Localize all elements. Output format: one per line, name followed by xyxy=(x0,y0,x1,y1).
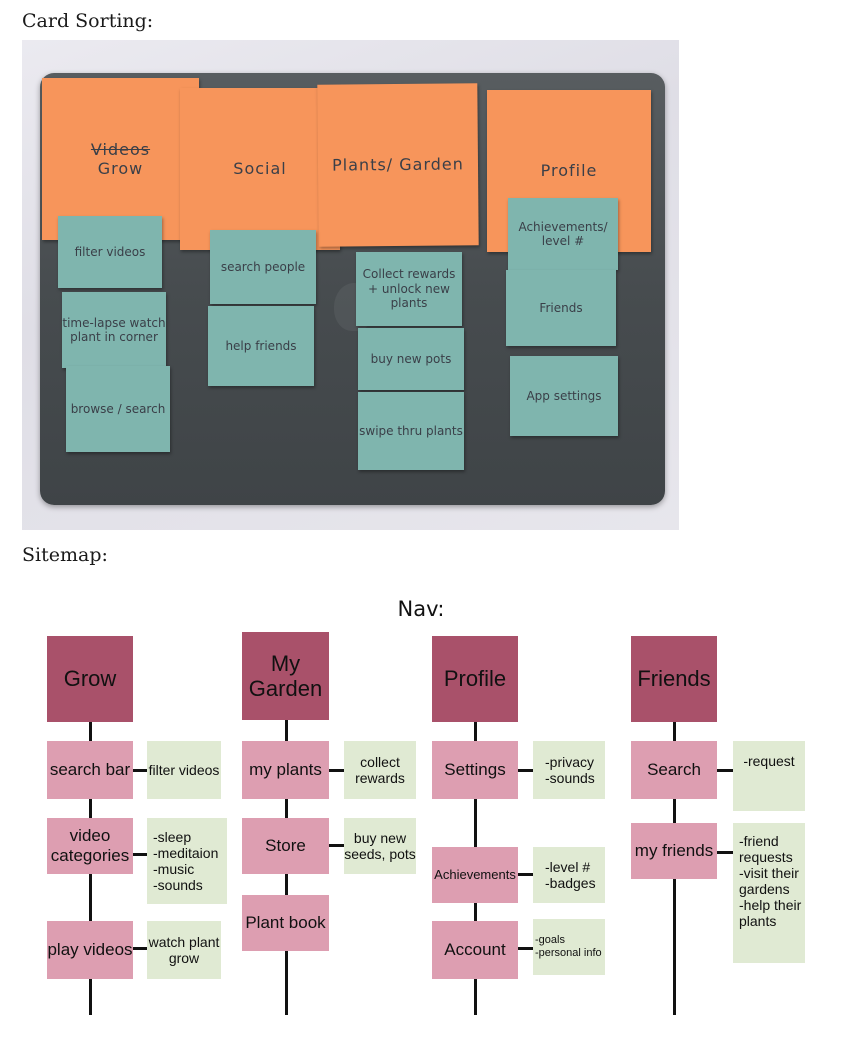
friends-item-my-friends: my friends xyxy=(631,823,717,879)
garden-note-buy: buy new seeds, pots xyxy=(344,818,416,874)
nav-garden-header: My Garden xyxy=(242,632,329,720)
garden-note-rewards: collect rewards xyxy=(344,741,416,799)
connector xyxy=(132,947,148,950)
grow-note-watch: watch plant grow xyxy=(147,921,221,979)
garden-item-store: Store xyxy=(242,818,329,874)
nav-profile-header: Profile xyxy=(432,636,518,722)
sticky-collect-rewards: Collect rewards + unlock new plants xyxy=(356,252,462,326)
sticky-grow-label: Grow xyxy=(97,159,144,178)
grow-item-play-videos: play videos xyxy=(47,921,133,979)
garden-item-my-plants: my plants xyxy=(242,741,329,799)
grow-item-search-bar: search bar xyxy=(47,741,133,799)
sticky-search-people: search people xyxy=(210,230,316,304)
profile-item-settings: Settings xyxy=(432,741,518,799)
friends-note-request: -request xyxy=(733,741,805,811)
garden-item-plant-book: Plant book xyxy=(242,895,329,951)
connector xyxy=(328,769,344,772)
connector xyxy=(717,769,733,772)
sticky-achievements: Achievements/ level # xyxy=(508,198,618,270)
sticky-grow-struck-label: Videos xyxy=(90,139,151,159)
sticky-buy-pots: buy new pots xyxy=(358,328,464,390)
profile-item-account: Account xyxy=(432,921,518,979)
connector xyxy=(132,769,148,772)
grow-note-categories: -sleep -meditaion -music -sounds xyxy=(147,818,227,904)
sticky-social-label: Social xyxy=(233,159,287,179)
connector xyxy=(132,853,148,856)
grow-note-filter: filter videos xyxy=(147,741,221,799)
connector xyxy=(517,873,533,876)
sticky-filter-videos: filter videos xyxy=(58,216,162,288)
profile-note-achievements: -level # -badges xyxy=(533,847,605,903)
profile-note-account: -goals -personal info xyxy=(533,919,605,975)
grow-item-video-categories: video categories xyxy=(47,818,133,874)
nav-friends-header: Friends xyxy=(631,636,717,722)
connector xyxy=(328,844,344,847)
nav-title: Nav: xyxy=(397,597,445,621)
profile-note-settings: -privacy -sounds xyxy=(533,741,605,799)
connector xyxy=(517,769,533,772)
nav-grow-header: Grow xyxy=(47,636,133,722)
friends-item-search: Search xyxy=(631,741,717,799)
sticky-swipe-plants: swipe thru plants xyxy=(358,392,464,470)
sticky-friends: Friends xyxy=(506,270,616,346)
sitemap-heading: Sitemap: xyxy=(22,544,108,566)
sticky-plants-label: Plants/ Garden xyxy=(332,154,464,175)
card-sorting-heading: Card Sorting: xyxy=(22,10,154,32)
connector xyxy=(717,851,733,854)
connector xyxy=(517,947,533,950)
sticky-profile-label: Profile xyxy=(540,161,598,181)
sticky-help-friends: help friends xyxy=(208,306,314,386)
profile-item-achievements: Achievements xyxy=(432,847,518,903)
friends-note-my-friends: -friend requests -visit their gardens -h… xyxy=(733,823,805,963)
sticky-app-settings: App settings xyxy=(510,356,618,436)
sticky-social: Social xyxy=(180,88,340,250)
sticky-browse: browse / search xyxy=(66,366,170,452)
sticky-plants: Plants/ Garden xyxy=(317,83,479,247)
sticky-timelapse: time-lapse watch plant in corner xyxy=(62,292,166,368)
